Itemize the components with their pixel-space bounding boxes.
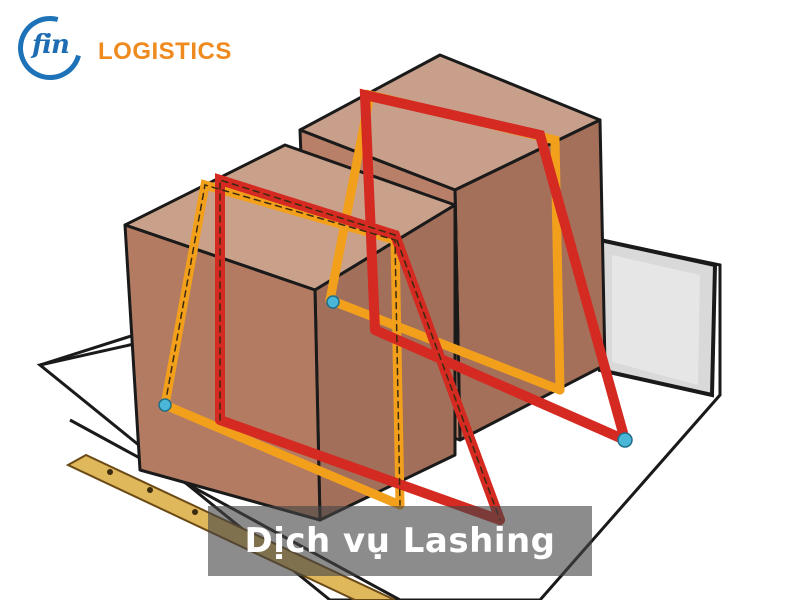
lashing-straps [160,88,630,525]
hook-icon [158,398,172,412]
strap-hooks [158,295,633,448]
caption-text: Dịch vụ Lashing [244,521,556,561]
hook-icon [617,432,633,448]
hook-icon [326,295,340,309]
side-wall [598,237,718,398]
brand-logo[interactable]: fin LOGISTICS [6,4,231,92]
logo-mark: fin [32,30,70,60]
logo-text: LOGISTICS [98,38,232,65]
caption-banner: Dịch vụ Lashing [208,506,592,576]
